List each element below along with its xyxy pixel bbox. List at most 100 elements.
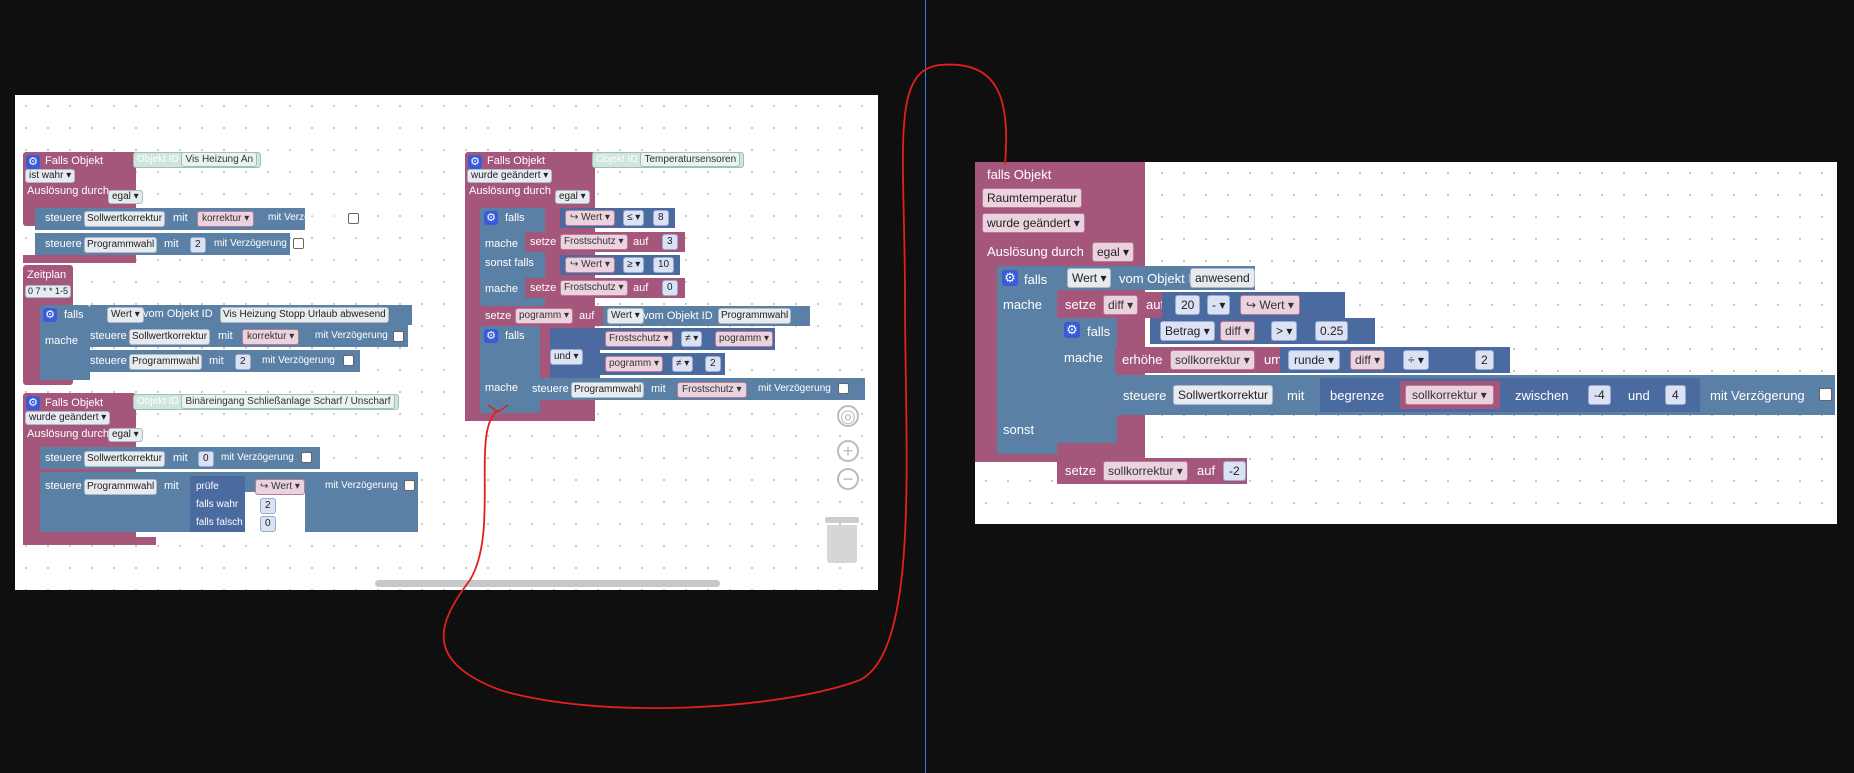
variable-dropdown[interactable]: pogramm ▾ (515, 308, 574, 324)
round-dropdown[interactable]: runde ▾ (1288, 350, 1341, 370)
object-field[interactable]: Sollwertkorrektur (84, 451, 166, 467)
number-field[interactable]: 4 (1665, 385, 1686, 405)
number-field[interactable]: 2 (235, 354, 251, 370)
variable-dropdown[interactable]: pogramm ▾ (715, 331, 774, 347)
number-field[interactable]: -4 (1588, 385, 1611, 405)
operator-dropdown[interactable]: ≤ ▾ (623, 210, 645, 226)
variable-dropdown[interactable]: Frostschutz ▾ (605, 331, 673, 347)
object-field[interactable]: Programmwahl (84, 479, 158, 495)
variable-dropdown[interactable]: Frostschutz ▾ (560, 280, 628, 296)
operator-dropdown[interactable]: - ▾ (1207, 295, 1231, 315)
clamp-block[interactable] (1320, 378, 1700, 412)
number-field[interactable]: 10 (653, 257, 675, 273)
blockly-workspace-right[interactable]: falls Objekt Raumtemperatur wurde geände… (975, 162, 1837, 524)
object-id-field[interactable]: Objekt ID Binäreingang Schließanlage Sch… (133, 394, 399, 410)
trigger-dropdown[interactable]: egal ▾ (108, 428, 143, 442)
number-field[interactable]: 0 (198, 451, 214, 467)
variable-dropdown[interactable]: korrektur ▾ (197, 211, 255, 227)
object-id-field[interactable]: Programmwahl (718, 308, 792, 324)
delay-checkbox[interactable] (393, 331, 404, 342)
settings-gear-icon[interactable]: ⚙ (484, 329, 498, 343)
object-id-field[interactable]: Vis Heizung Stopp Urlaub abwesend (220, 307, 389, 323)
wert-dropdown[interactable]: Wert ▾ (107, 307, 144, 323)
object-field[interactable]: Sollwertkorrektur (129, 329, 211, 345)
trigger-dropdown[interactable]: egal ▾ (1092, 242, 1135, 262)
delay-checkbox[interactable] (301, 452, 312, 463)
if-block[interactable]: ⚙ falls mache (480, 326, 540, 416)
variable-dropdown[interactable]: sollkorrektur ▾ (1170, 350, 1255, 370)
number-field[interactable]: 2 (260, 498, 276, 514)
recenter-icon[interactable]: ◎ (837, 405, 859, 427)
if-block[interactable]: ⚙ falls mache (40, 305, 90, 380)
variable-dropdown[interactable]: diff ▾ (1220, 321, 1256, 341)
variable-dropdown[interactable]: sollkorrektur ▾ (1405, 385, 1494, 405)
wert-dropdown[interactable]: ↪ Wert ▾ (565, 257, 615, 273)
number-field[interactable]: 0 (662, 280, 678, 296)
condition-dropdown[interactable]: ist wahr ▾ (25, 169, 76, 183)
object-id-field[interactable]: Objekt ID Vis Heizung An (133, 152, 262, 168)
settings-gear-icon[interactable]: ⚙ (26, 396, 40, 410)
number-field[interactable]: 8 (653, 210, 669, 226)
horizontal-scrollbar[interactable] (375, 580, 720, 587)
settings-gear-icon[interactable]: ⚙ (26, 155, 40, 169)
delay-checkbox[interactable] (293, 238, 304, 249)
variable-dropdown[interactable]: diff ▾ (1103, 295, 1139, 315)
operator-dropdown[interactable]: ≠ ▾ (681, 331, 703, 347)
object-field[interactable]: Programmwahl (571, 382, 645, 398)
number-field[interactable]: 0.25 (1315, 321, 1349, 341)
if-else-block[interactable]: ⚙ falls mache sonst (997, 266, 1057, 446)
zoom-in-icon[interactable]: + (837, 440, 859, 462)
variable-dropdown[interactable]: sollkorrektur ▾ (1103, 461, 1188, 481)
blockly-workspace-left[interactable]: ⚙ Falls Objekt ist wahr ▾ Auslösung durc… (15, 95, 878, 590)
delay-checkbox[interactable] (348, 213, 359, 224)
object-id-field[interactable]: anwesend (1190, 268, 1255, 288)
operator-dropdown[interactable]: > ▾ (1271, 321, 1298, 341)
object-field[interactable]: Programmwahl (84, 237, 158, 253)
delay-checkbox[interactable] (1819, 388, 1832, 401)
settings-gear-icon[interactable]: ⚙ (1002, 270, 1018, 286)
wert-dropdown[interactable]: Wert ▾ (607, 308, 644, 324)
number-field[interactable]: 2 (190, 237, 206, 253)
settings-gear-icon[interactable]: ⚙ (484, 211, 498, 225)
number-field[interactable]: 20 (1175, 295, 1201, 315)
variable-dropdown[interactable]: korrektur ▾ (242, 329, 300, 345)
object-field[interactable]: Sollwertkorrektur (84, 211, 166, 227)
delay-checkbox[interactable] (343, 355, 354, 366)
trigger-dropdown[interactable]: egal ▾ (555, 190, 590, 204)
ternary-block[interactable] (190, 476, 245, 532)
wert-dropdown[interactable]: ↪ Wert ▾ (565, 210, 615, 226)
condition-dropdown[interactable]: wurde geändert ▾ (25, 411, 111, 425)
object-id-field[interactable]: Objekt ID Temperatursensoren (592, 152, 745, 168)
delay-checkbox[interactable] (404, 480, 415, 491)
number-field[interactable]: 2 (1475, 350, 1494, 370)
trigger-dropdown[interactable]: egal ▾ (108, 190, 143, 204)
object-field[interactable]: Sollwertkorrektur (1173, 385, 1274, 405)
settings-gear-icon[interactable]: ⚙ (468, 155, 482, 169)
cron-field[interactable]: 0 7 * * 1-5 (25, 285, 72, 298)
variable-dropdown[interactable]: Frostschutz ▾ (677, 382, 747, 398)
variable-dropdown[interactable]: pogramm ▾ (605, 356, 664, 372)
operator-dropdown[interactable]: ≥ ▾ (623, 257, 645, 273)
abs-dropdown[interactable]: Betrag ▾ (1160, 321, 1215, 341)
operator-dropdown[interactable]: ≠ ▾ (672, 356, 694, 372)
trash-icon[interactable] (827, 525, 857, 563)
settings-gear-icon[interactable]: ⚙ (1064, 322, 1080, 338)
settings-gear-icon[interactable]: ⚙ (43, 308, 57, 322)
delay-checkbox[interactable] (838, 383, 849, 394)
condition-dropdown[interactable]: wurde geändert ▾ (467, 169, 553, 183)
operator-dropdown[interactable]: ÷ ▾ (1403, 350, 1429, 370)
condition-dropdown[interactable]: wurde geändert ▾ (982, 213, 1085, 233)
wert-dropdown[interactable]: ↪ Wert ▾ (255, 479, 305, 495)
variable-dropdown[interactable]: Frostschutz ▾ (560, 234, 628, 250)
number-field[interactable]: 0 (260, 516, 276, 532)
wert-dropdown[interactable]: ↪ Wert ▾ (1240, 295, 1300, 315)
number-field[interactable]: 2 (705, 356, 721, 372)
variable-dropdown[interactable]: diff ▾ (1350, 350, 1386, 370)
wert-dropdown[interactable]: Wert ▾ (1067, 268, 1112, 288)
object-field[interactable]: Raumtemperatur (982, 188, 1083, 208)
zoom-out-icon[interactable]: − (837, 468, 859, 490)
number-field[interactable]: -2 (1223, 461, 1246, 481)
object-field[interactable]: Programmwahl (129, 354, 203, 370)
if-block[interactable]: ⚙ falls mache (1057, 318, 1117, 443)
number-field[interactable]: 3 (662, 234, 678, 250)
